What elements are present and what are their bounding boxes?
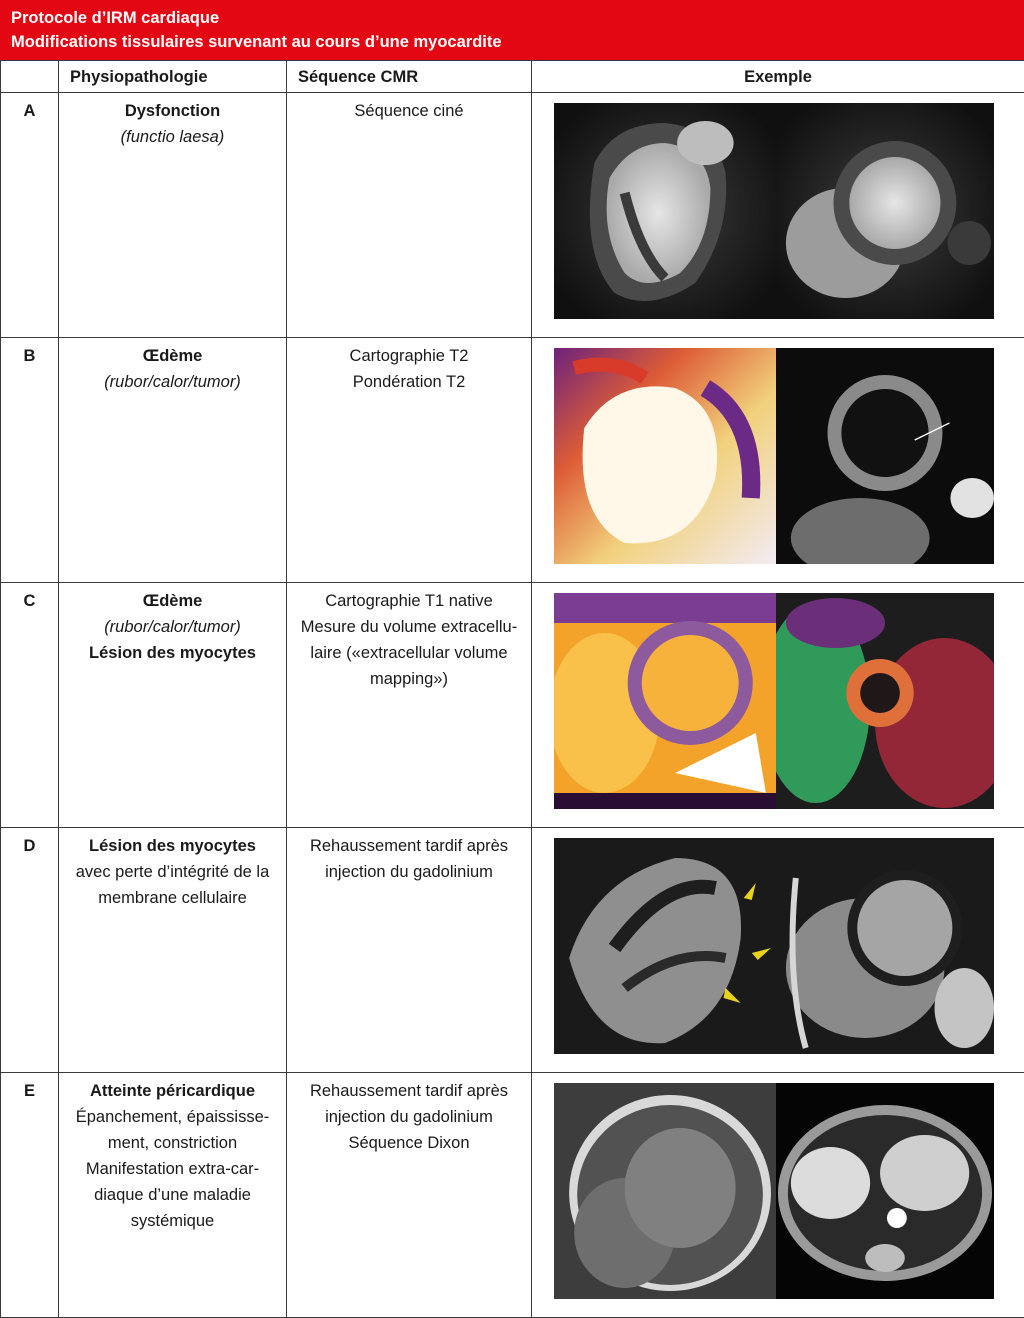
example-cell xyxy=(532,93,1024,338)
example-cell xyxy=(532,828,1024,1073)
physio-line: ment, constriction xyxy=(67,1130,278,1156)
physio-line: (functio laesa) xyxy=(67,124,278,150)
cine-short-axis-image xyxy=(776,103,994,319)
example-cell xyxy=(532,583,1024,828)
row-letter: E xyxy=(1,1073,59,1318)
row-letter: D xyxy=(1,828,59,1073)
sequence-line: Rehaussement tardif après xyxy=(295,833,523,859)
physio-cell: Dysfonction(functio laesa) xyxy=(59,93,287,338)
physio-line: Épanchement, épaississe- xyxy=(67,1104,278,1130)
physio-line: (rubor/calor/tumor) xyxy=(67,369,278,395)
cine-long-axis-image xyxy=(554,103,776,319)
banner-subtitle: Modifications tissulaires survenant au c… xyxy=(11,30,1013,54)
sequence-line: Séquence Dixon xyxy=(295,1130,523,1156)
header-letter xyxy=(1,61,59,93)
header-exemple: Exemple xyxy=(532,61,1024,93)
physio-line: Lésion des myocytes xyxy=(67,833,278,859)
t2-weighted-image xyxy=(776,348,994,564)
physio-line: Dysfonction xyxy=(67,98,278,124)
physio-line: Lésion des myocytes xyxy=(67,640,278,666)
header-sequence: Séquence CMR xyxy=(287,61,532,93)
physio-line: systémique xyxy=(67,1208,278,1234)
sequence-line: Rehaussement tardif après xyxy=(295,1078,523,1104)
t1-map-image xyxy=(554,593,776,809)
banner-title: Protocole d’IRM cardiaque xyxy=(11,6,1013,30)
sequence-line: Mesure du volume extracellu- xyxy=(295,614,523,640)
sequence-line: injection du gadolinium xyxy=(295,1104,523,1130)
physio-line: membrane cellulaire xyxy=(67,885,278,911)
physio-cell: Œdème(rubor/calor/tumor)Lésion des myocy… xyxy=(59,583,287,828)
sequence-line: Cartographie T1 native xyxy=(295,588,523,614)
sequence-line: Séquence ciné xyxy=(295,98,523,124)
example-cell xyxy=(532,338,1024,583)
physio-line: avec perte d’intégrité de la xyxy=(67,859,278,885)
sequence-line: injection du gadolinium xyxy=(295,859,523,885)
physio-line: Œdème xyxy=(67,343,278,369)
row-letter: C xyxy=(1,583,59,828)
dixon-axial-image xyxy=(776,1083,994,1299)
sequence-line: mapping») xyxy=(295,666,523,692)
sequence-line: Pondération T2 xyxy=(295,369,523,395)
physio-line: diaque d’une maladie xyxy=(67,1182,278,1208)
physio-line: Atteinte péricardique xyxy=(67,1078,278,1104)
example-cell xyxy=(532,1073,1024,1318)
lge-long-axis-image xyxy=(554,838,776,1054)
physio-line: Œdème xyxy=(67,588,278,614)
pericardial-lge-image xyxy=(554,1083,776,1299)
header-physio: Physiopathologie xyxy=(59,61,287,93)
t2-map-image xyxy=(554,348,776,564)
physio-line: Manifestation extra-car- xyxy=(67,1156,278,1182)
sequence-line: Cartographie T2 xyxy=(295,343,523,369)
row-letter: B xyxy=(1,338,59,583)
header-row: Physiopathologie Séquence CMR Exemple xyxy=(1,61,1024,93)
ecv-map-image xyxy=(776,593,994,809)
physio-cell: Œdème(rubor/calor/tumor) xyxy=(59,338,287,583)
lge-short-axis-image xyxy=(776,838,994,1054)
sequence-line: laire («extracellular volume xyxy=(295,640,523,666)
sequence-cell: Séquence ciné xyxy=(287,93,532,338)
row-letter: A xyxy=(1,93,59,338)
document-page: Protocole d’IRM cardiaque Modifications … xyxy=(0,0,1024,1290)
title-banner: Protocole d’IRM cardiaque Modifications … xyxy=(0,0,1024,60)
physio-line: (rubor/calor/tumor) xyxy=(67,614,278,640)
